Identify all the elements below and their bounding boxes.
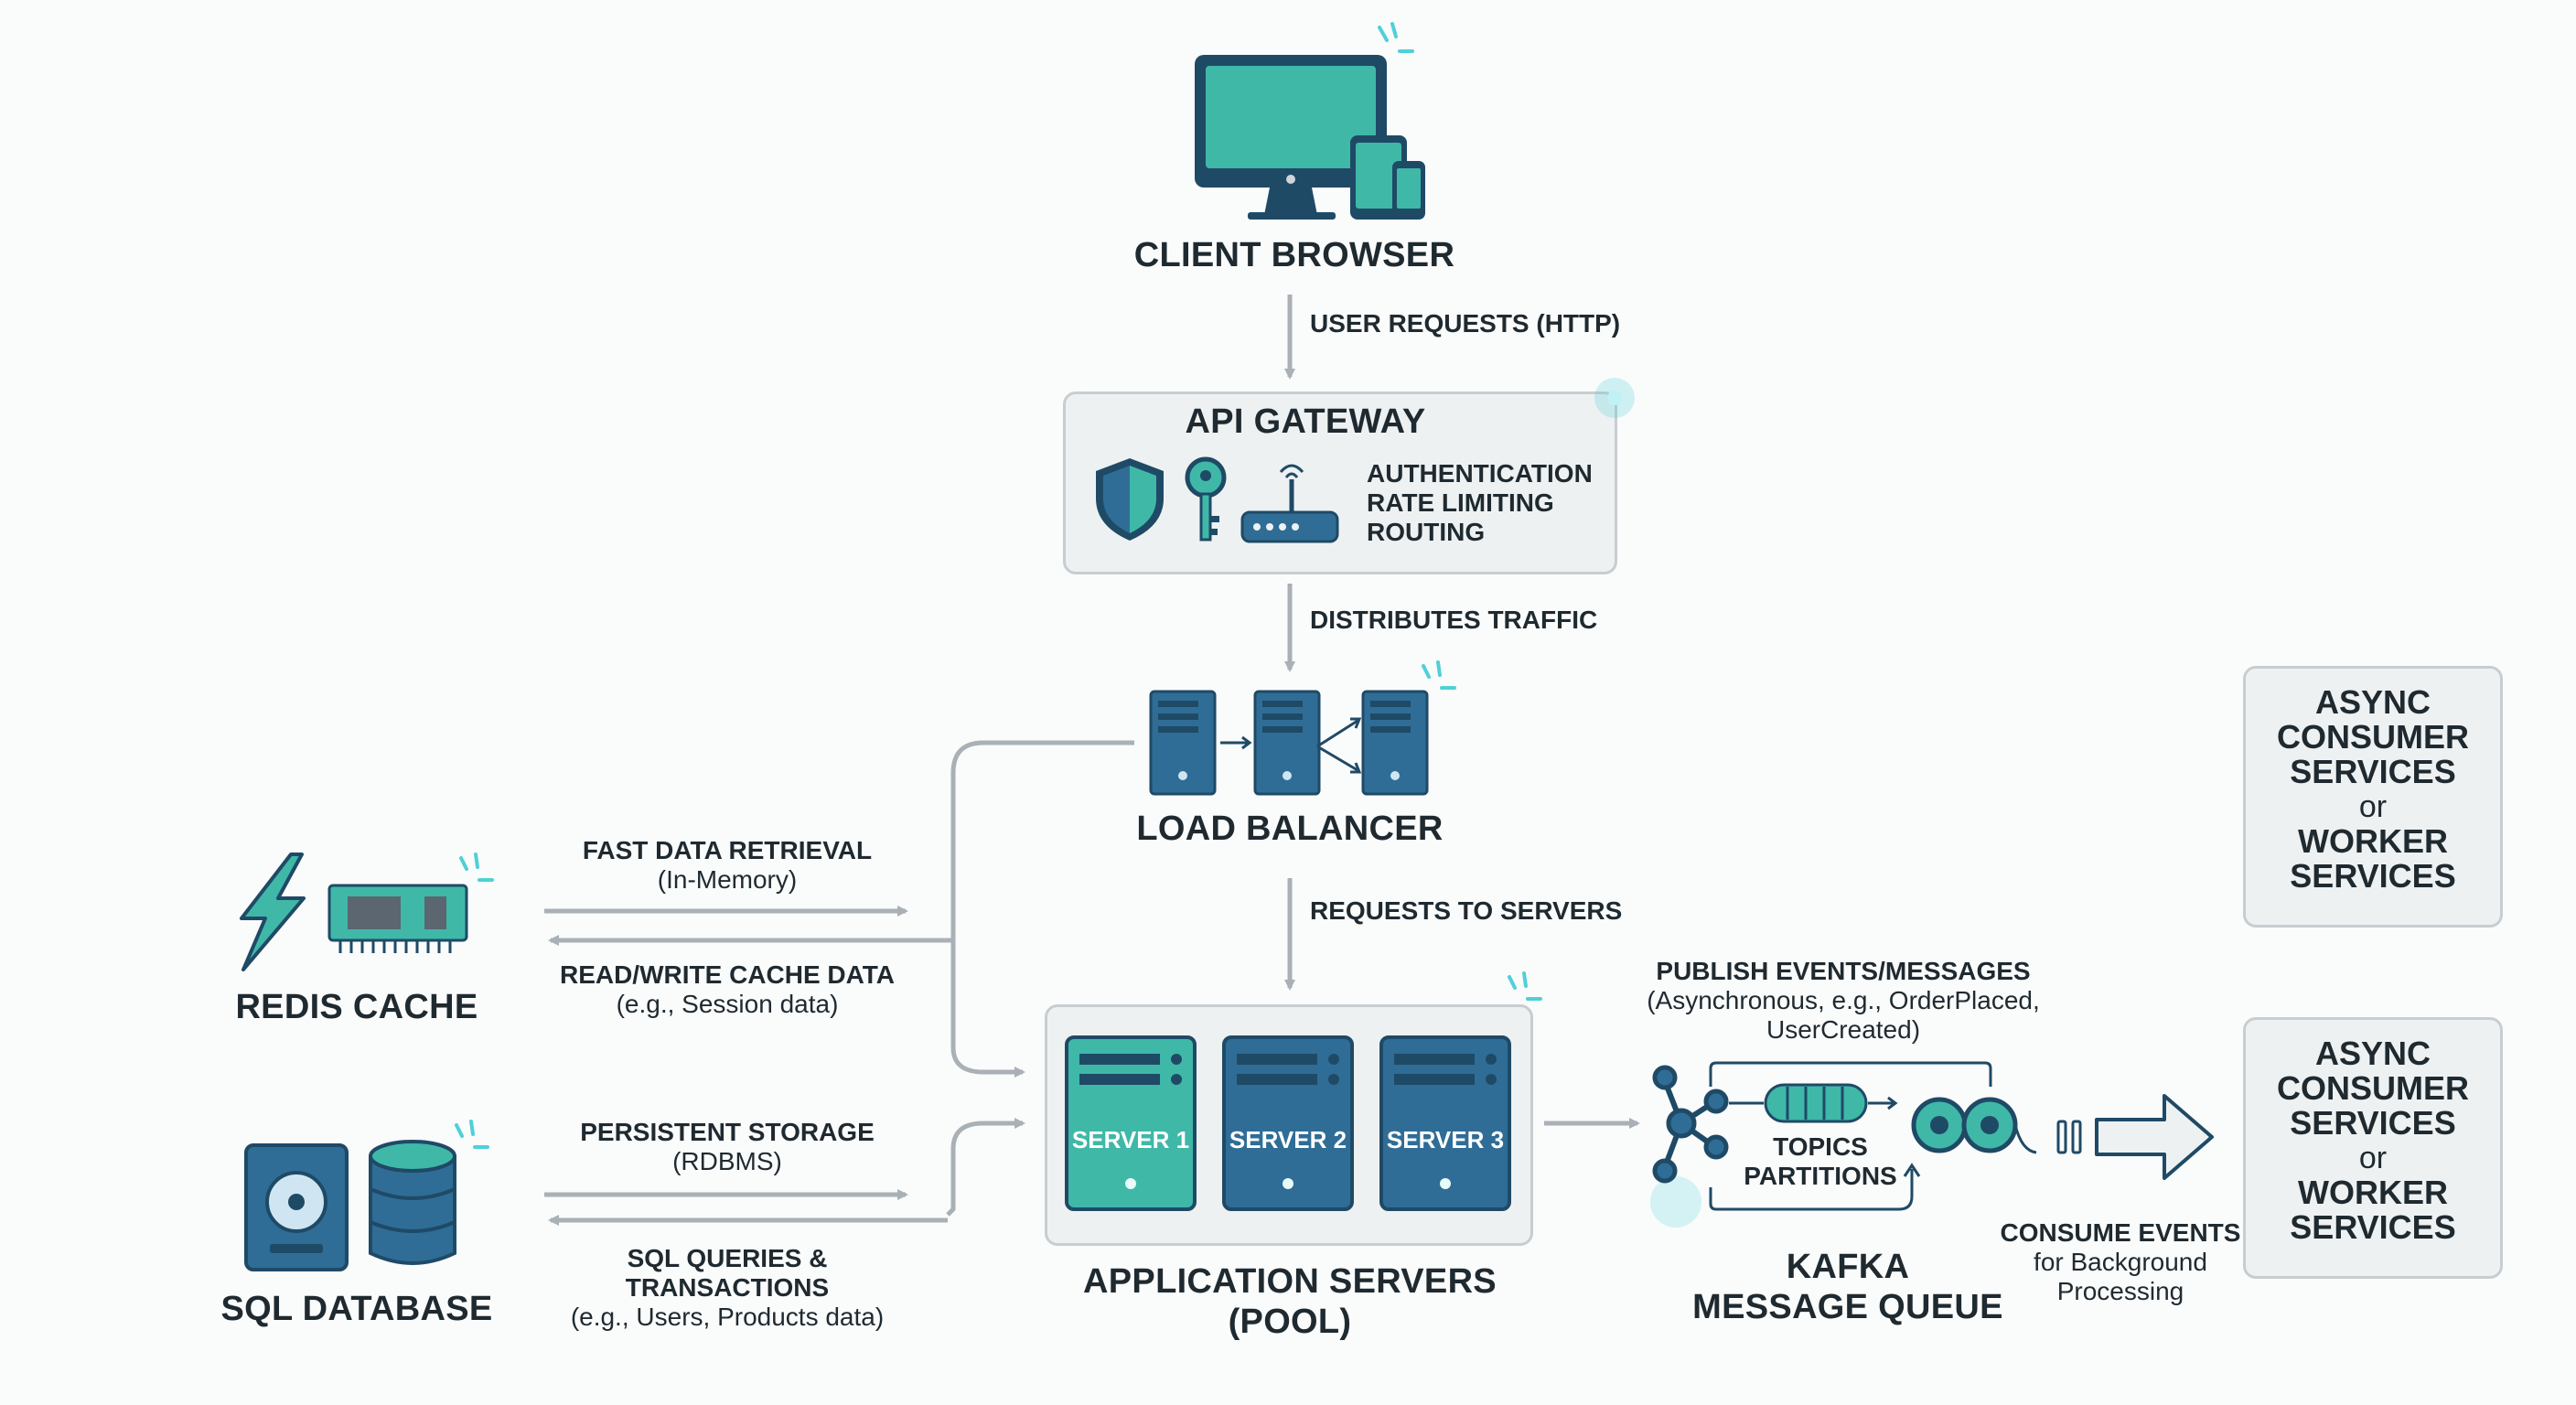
async-top-line5: SERVICES [2290,857,2456,895]
requests-to-servers-label: REQUESTS TO SERVERS [1310,896,1623,925]
consume-events-sub2: Processing [2056,1277,2184,1305]
server-2 [1222,1035,1354,1211]
api-gateway-title: API GATEWAY [1185,402,1426,441]
server-2-label: SERVER 2 [1229,1126,1347,1153]
kafka-subtitle: MESSAGE QUEUE [1692,1288,2003,1326]
async-bottom-line3: SERVICES [2290,1104,2456,1142]
fast-retrieval-label: FAST DATA RETRIEVAL [582,836,873,864]
feature-rate-limiting: RATE LIMITING [1367,488,1554,517]
publish-events-label: PUBLISH EVENTS/MESSAGES [1656,957,2031,985]
async-bottom-line4: WORKER [2298,1174,2448,1211]
read-write-sub: (e.g., Session data) [616,990,839,1018]
arrow-sql-to-servers [946,1118,1025,1217]
async-top-line1: ASYNC [2314,683,2431,721]
kafka-topics-label: TOPICS [1773,1132,1868,1161]
persistent-storage-sub: (RDBMS) [672,1147,782,1175]
async-top-line2: CONSUMER [2276,718,2469,756]
persistent-storage-label: PERSISTENT STORAGE [580,1118,875,1146]
async-consumer-box-bottom: ASYNC CONSUMER SERVICES or WORKER SERVIC… [2243,1017,2503,1279]
async-top-or: or [2358,789,2388,824]
consume-arrow-icon [2056,1094,2214,1180]
async-top-line3: SERVICES [2290,753,2456,790]
sql-database-label: SQL DATABASE [220,1290,493,1328]
sql-queries-sub: (e.g., Users, Products data) [570,1303,885,1331]
kafka-title: KAFKA [1786,1248,1910,1286]
kafka-partitions-label: PARTITIONS [1744,1162,1897,1190]
server-3-label: SERVER 3 [1387,1126,1504,1153]
gateway-features: AUTHENTICATION RATE LIMITING ROUTING [1367,459,1593,547]
shield-icon [1096,458,1164,541]
consume-events-label: CONSUME EVENTS [2000,1218,2241,1247]
load-balancer-label: LOAD BALANCER [1136,810,1444,848]
load-balancer-icon [1149,660,1456,796]
async-consumer-box-top: ASYNC CONSUMER SERVICES or WORKER SERVIC… [2243,666,2503,928]
kafka-icon [1650,1061,2037,1228]
sql-queries-line1: SQL QUERIES & [627,1244,828,1272]
redis-cache-label: REDIS CACHE [235,988,478,1026]
app-servers-title: APPLICATION SERVERS [1083,1262,1497,1301]
async-bottom-line5: SERVICES [2290,1208,2456,1246]
server-1 [1065,1035,1197,1211]
fast-retrieval-sub: (In-Memory) [657,865,798,894]
redis-icon [240,853,494,971]
async-bottom-line1: ASYNC [2314,1035,2431,1072]
distributes-traffic-label: DISTRIBUTES TRAFFIC [1310,606,1598,634]
publish-events-sub2: UserCreated) [1766,1015,1921,1044]
database-icon [244,1120,489,1271]
api-gateway-box [1063,391,1617,574]
key-icon [1185,456,1227,542]
feature-routing: ROUTING [1367,518,1486,546]
async-bottom-line2: CONSUMER [2276,1069,2469,1107]
read-write-label: READ/WRITE CACHE DATA [559,960,896,989]
async-top-line4: WORKER [2298,822,2448,860]
monitor-devices-icon [1195,22,1425,220]
sparkle-icon [1508,971,1542,1001]
consume-events-sub1: for Background [2034,1248,2207,1276]
async-bottom-or: or [2358,1141,2388,1175]
feature-authentication: AUTHENTICATION [1367,459,1593,488]
arrow-lb-left-branch [950,740,1134,1078]
server-1-label: SERVER 1 [1072,1126,1189,1153]
server-pool: SERVER 1 SERVER 2 SERVER 3 [1065,1035,1511,1211]
glow-sparkle-icon [1594,378,1635,418]
sql-queries-line2: TRANSACTIONS [625,1273,830,1302]
router-icon [1240,464,1339,543]
app-servers-subtitle: (POOL) [1228,1303,1352,1341]
server-3 [1379,1035,1511,1211]
client-browser-label: CLIENT BROWSER [1133,236,1455,274]
user-requests-label: USER REQUESTS (HTTP) [1310,309,1621,338]
publish-events-sub1: (Asynchronous, e.g., OrderPlaced, [1647,986,2040,1014]
